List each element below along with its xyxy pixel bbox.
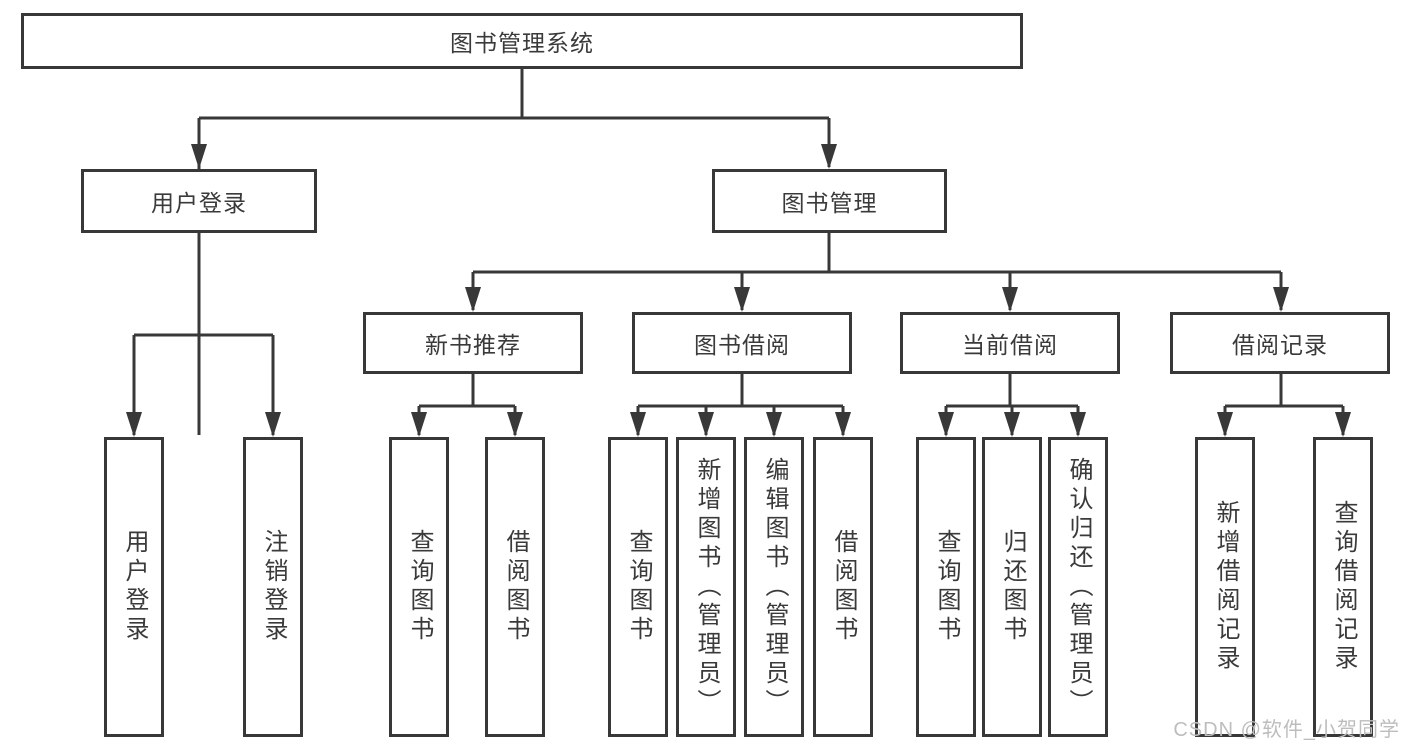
arrowhead-icon: [411, 412, 427, 437]
arrowhead-icon: [507, 412, 523, 437]
leaf-query-borrow-record: 查询借阅记录: [1313, 437, 1373, 737]
arrowhead-icon: [1335, 412, 1351, 437]
leaf-query-books-1: 查询图书: [389, 437, 449, 737]
arrowhead-icon: [734, 287, 750, 312]
leaf-logout: 注销登录: [243, 437, 303, 737]
node-user-login: 用户登录: [81, 169, 317, 233]
node-book-management: 图书管理: [712, 169, 947, 233]
leaf-logout-label: 注销登录: [260, 529, 287, 645]
leaf-return-book: 归还图书: [982, 437, 1042, 737]
leaf-add-book-admin-label: 新增图书（管理员）: [693, 456, 720, 718]
arrowhead-icon: [1070, 412, 1086, 437]
leaf-query-books-1-label: 查询图书: [406, 529, 433, 645]
leaf-add-book-admin: 新增图书（管理员）: [676, 437, 736, 737]
arrowhead-icon: [938, 412, 954, 437]
leaf-query-books-3-label: 查询图书: [933, 529, 960, 645]
node-book-borrowing-label: 图书借阅: [694, 332, 790, 358]
node-new-book-recommend: 新书推荐: [363, 312, 583, 374]
arrowhead-icon: [698, 412, 714, 437]
node-user-login-label: 用户登录: [151, 190, 247, 216]
arrowhead-icon: [1002, 287, 1018, 312]
arrowhead-icon: [1004, 412, 1020, 437]
node-book-management-label: 图书管理: [781, 190, 878, 216]
arrowhead-icon: [821, 144, 837, 169]
arrowhead-icon: [465, 287, 481, 312]
node-root-label: 图书管理系统: [450, 30, 594, 56]
leaf-add-borrow-record: 新增借阅记录: [1195, 437, 1255, 737]
node-root: 图书管理系统: [21, 13, 1023, 69]
leaf-query-books-3: 查询图书: [916, 437, 976, 737]
arrowhead-icon: [1217, 412, 1233, 437]
leaf-confirm-return-admin-label: 确认归还（管理员）: [1065, 456, 1092, 718]
leaf-query-borrow-record-label: 查询借阅记录: [1330, 500, 1357, 674]
leaf-edit-book-admin-label: 编辑图书（管理员）: [761, 456, 788, 718]
leaf-query-books-2-label: 查询图书: [625, 529, 652, 645]
leaf-borrow-books-1-label: 借阅图书: [502, 529, 529, 645]
leaf-borrow-books-2: 借阅图书: [813, 437, 873, 737]
csdn-watermark: CSDN @软件_小贺同学: [1173, 719, 1400, 741]
arrowhead-icon: [265, 412, 281, 437]
leaf-return-book-label: 归还图书: [999, 529, 1026, 645]
tree-edges: [132, 69, 1345, 435]
leaf-confirm-return-admin: 确认归还（管理员）: [1048, 437, 1108, 737]
arrowhead-icon: [835, 412, 851, 437]
leaf-add-borrow-record-label: 新增借阅记录: [1212, 500, 1239, 674]
arrowhead-icon: [126, 412, 142, 437]
node-new-book-recommend-label: 新书推荐: [425, 332, 521, 358]
node-current-borrowing: 当前借阅: [900, 312, 1120, 374]
arrowhead-icon: [630, 412, 646, 437]
leaf-borrow-books-2-label: 借阅图书: [830, 529, 857, 645]
leaf-edit-book-admin: 编辑图书（管理员）: [744, 437, 804, 737]
node-current-borrowing-label: 当前借阅: [962, 332, 1058, 358]
leaf-borrow-books-1: 借阅图书: [485, 437, 545, 737]
arrowhead-icon: [766, 412, 782, 437]
leaf-user-login: 用户登录: [104, 437, 164, 737]
arrowhead-icon: [1273, 287, 1289, 312]
leaf-user-login-label: 用户登录: [121, 529, 148, 645]
node-book-borrowing: 图书借阅: [632, 312, 852, 374]
arrowhead-icon: [191, 144, 207, 169]
node-borrowing-records-label: 借阅记录: [1232, 332, 1328, 358]
leaf-query-books-2: 查询图书: [608, 437, 668, 737]
node-borrowing-records: 借阅记录: [1170, 312, 1390, 374]
